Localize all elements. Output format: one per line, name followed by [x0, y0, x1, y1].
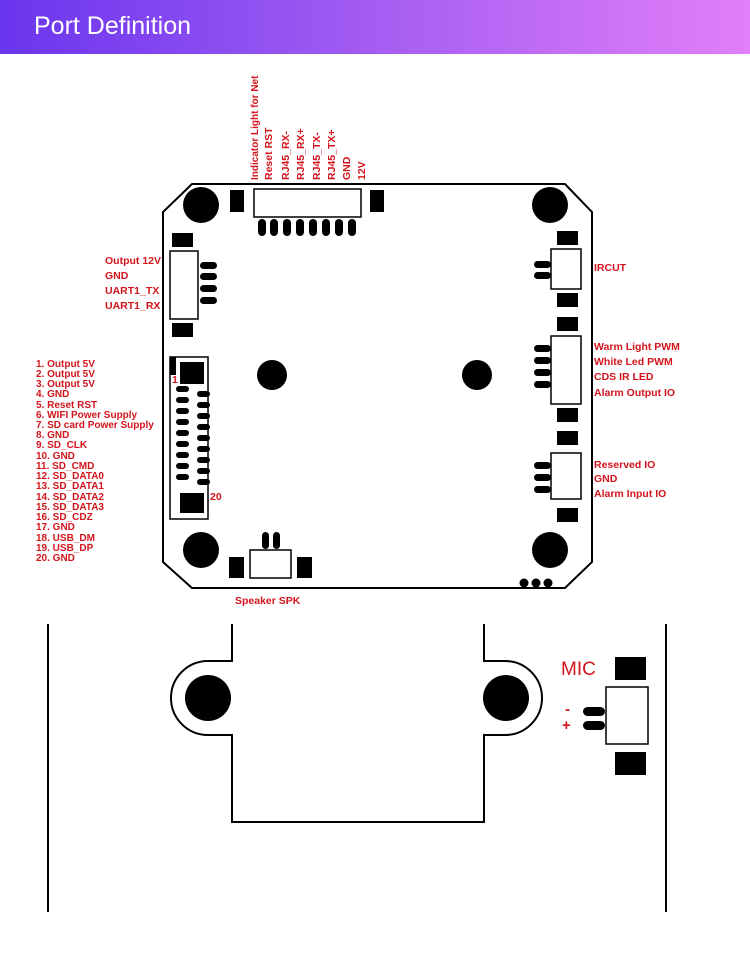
ircut-label: IRCUT — [594, 262, 627, 274]
sd-pin-10: 10. GND — [36, 451, 75, 462]
center-hole-left — [257, 360, 287, 390]
light-labels: Warm Light PWM White Led PWM CDS IR LED … — [594, 341, 680, 399]
sd-pin-13: 13. SD_DATA1 — [36, 481, 104, 492]
mic-label: MIC — [561, 659, 596, 680]
uart-label-output-12v: Output 12V — [105, 255, 161, 267]
mount-hole-bottom-right — [532, 532, 568, 568]
sd-pin-7: 7. SD card Power Supply — [36, 420, 154, 431]
sd-pin-17: 17. GND — [36, 522, 75, 533]
light-label-cds-ir: CDS IR LED — [594, 371, 654, 383]
board-outline — [162, 183, 593, 589]
page-title: Port Definition — [34, 12, 192, 40]
speaker-pad-left — [229, 557, 244, 578]
top-connector-pad-right — [370, 190, 384, 212]
top-label-gnd: GND — [341, 156, 353, 180]
ircut-pins — [534, 261, 551, 279]
mount-hole-bottom-left — [183, 532, 219, 568]
sd-pin-16: 16. SD_CDZ — [36, 512, 93, 523]
uart-connector-housing — [169, 250, 199, 320]
top-connector-pad-left — [230, 190, 244, 212]
light-label-alarm-output: Alarm Output IO — [594, 387, 675, 399]
alarm-label-gnd: GND — [594, 473, 618, 485]
mic-pad-top — [615, 657, 646, 680]
header-banner: Port Definition — [0, 0, 750, 54]
light-pins — [534, 345, 551, 388]
uart-pins — [200, 262, 217, 304]
sd-pin-2: 2. Output 5V — [36, 369, 95, 380]
sd-pin-6: 6. WIFI Power Supply — [36, 410, 138, 421]
mic-plus-label: + — [562, 717, 571, 734]
lens-board-outline — [170, 624, 543, 823]
uart-labels: Output 12V GND UART1_TX UART1_RX — [105, 255, 161, 312]
alarm-pins — [534, 462, 551, 493]
sd-pin-1: 1. Output 5V — [36, 359, 95, 370]
mount-hole-top-right — [532, 187, 568, 223]
light-pad-top — [557, 317, 578, 331]
sd-pin-15: 15. SD_DATA3 — [36, 502, 104, 513]
ircut-pad-top — [557, 231, 578, 245]
top-label-rj45-tx-plus: RJ45_TX+ — [326, 130, 338, 181]
sd-pin-20: 20. GND — [36, 553, 75, 564]
sd-pin1-marker — [180, 362, 204, 384]
ircut-connector-housing — [550, 248, 582, 290]
lens-hole-left — [185, 675, 231, 721]
speaker-pins — [262, 532, 280, 549]
sd-pin-end-label: 20 — [210, 491, 222, 503]
top-label-reset-rst: Reset RST — [263, 127, 275, 180]
top-connector-pins — [258, 219, 356, 236]
ircut-pad-bottom — [557, 293, 578, 307]
lens-hole-right — [483, 675, 529, 721]
sd-pin-list: 1. Output 5V 2. Output 5V 3. Output 5V 4… — [36, 359, 154, 564]
top-label-rj45-tx-minus: RJ45_TX- — [311, 132, 323, 180]
sd-pin-18: 18. USB_DM — [36, 533, 95, 544]
light-connector-housing — [550, 335, 582, 405]
top-label-indicator: Indicator Light for Net — [250, 75, 261, 180]
speaker-pad-right — [297, 557, 312, 578]
sd-pin-9: 9. SD_CLK — [36, 440, 88, 451]
top-label-rj45-rx-minus: RJ45_RX- — [280, 130, 292, 180]
light-label-white-led: White Led PWM — [594, 356, 673, 368]
sd-pin20-pad — [180, 493, 204, 513]
sd-pin-8: 8. GND — [36, 430, 69, 441]
top-label-12v: 12V — [356, 161, 368, 180]
sd-pin-5: 5. Reset RST — [36, 400, 97, 411]
board-led-dots — [519, 578, 553, 588]
uart-pad-top — [172, 233, 193, 247]
uart-label-rx: UART1_RX — [105, 300, 160, 312]
alarm-label-alarm-input: Alarm Input IO — [594, 488, 666, 500]
alarm-labels: Reserved IO GND Alarm Input IO — [594, 459, 666, 500]
uart-pad-bottom — [172, 323, 193, 337]
top-connector-labels: Indicator Light for Net Reset RST RJ45_R… — [250, 75, 368, 180]
sd-pins-right — [197, 391, 210, 485]
alarm-label-reserved-io: Reserved IO — [594, 459, 655, 471]
mount-hole-top-left — [183, 187, 219, 223]
sd-corner-mark — [170, 357, 176, 375]
speaker-connector-housing — [249, 549, 292, 579]
sd-pin-11: 11. SD_CMD — [36, 461, 94, 472]
light-pad-bottom — [557, 408, 578, 422]
sd-pins-left — [176, 386, 189, 480]
alarm-connector-housing — [550, 452, 582, 500]
speaker-label: Speaker SPK — [235, 595, 301, 607]
alarm-pad-top — [557, 431, 578, 445]
sd-pin-12: 12. SD_DATA0 — [36, 471, 104, 482]
mic-pins — [583, 707, 605, 730]
top-label-rj45-rx-plus: RJ45_RX+ — [295, 128, 307, 180]
center-hole-right — [462, 360, 492, 390]
sd-pin-14: 14. SD_DATA2 — [36, 492, 104, 503]
sd-pin-4: 4. GND — [36, 389, 69, 400]
sd-pin-19: 19. USB_DP — [36, 543, 94, 554]
uart-label-tx: UART1_TX — [105, 285, 159, 297]
mic-minus-label: - — [565, 701, 570, 718]
light-label-warm-pwm: Warm Light PWM — [594, 341, 680, 353]
uart-label-gnd: GND — [105, 270, 129, 282]
sd-pin-start-label: 1 — [172, 374, 178, 386]
top-connector-housing — [253, 188, 362, 218]
sd-pin-3: 3. Output 5V — [36, 379, 95, 390]
mic-connector-housing — [605, 686, 649, 745]
alarm-pad-bottom — [557, 508, 578, 522]
mic-pad-bottom — [615, 752, 646, 775]
